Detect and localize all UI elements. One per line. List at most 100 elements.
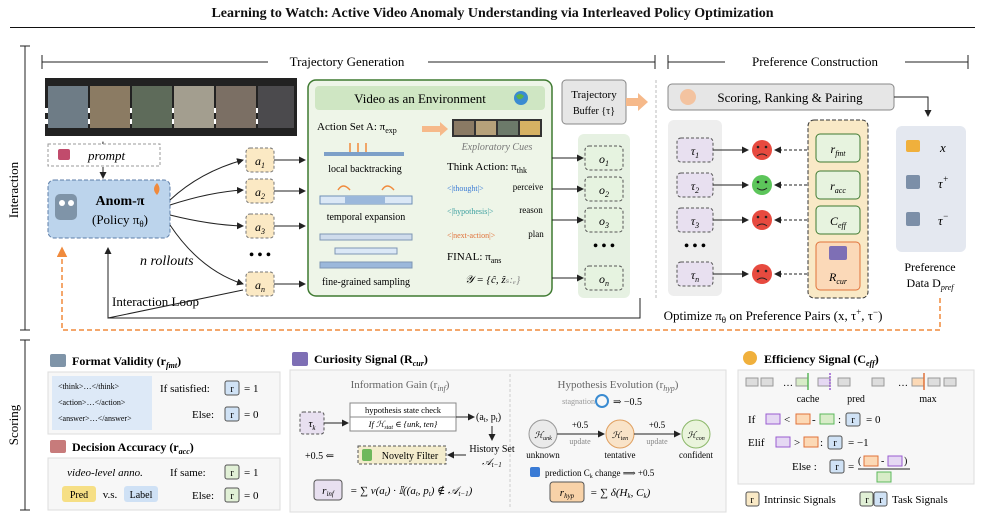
- state-check: hypothesis state check: [365, 405, 442, 415]
- decision-icon: [50, 440, 66, 453]
- eff-vm: = −1: [848, 437, 869, 449]
- decision-same: If same:: [170, 467, 206, 479]
- eff-else: Else :: [792, 461, 817, 473]
- format-validity-panel: Format Validity (rfmt) <think>…</think> …: [48, 354, 280, 434]
- svg-text:…: …: [898, 378, 908, 389]
- legend-task: Task Signals: [892, 494, 948, 506]
- svg-text:(at, pt): (at, pt): [476, 412, 501, 424]
- legend-intrinsic: Intrinsic Signals: [764, 494, 836, 506]
- data-icon: [906, 212, 920, 226]
- format-v0: = 0: [244, 409, 259, 421]
- stage-axis: Interaction Scoring: [6, 46, 30, 510]
- up-2: +0.5: [649, 420, 666, 430]
- scoring-label: Scoring, Ranking & Pairing: [717, 90, 863, 105]
- svg-text:• • •: • • •: [593, 239, 615, 254]
- svg-text:<: <: [784, 414, 790, 426]
- legend: r Intrinsic Signals r r Task Signals: [746, 492, 948, 506]
- tag-think: <think>…</think>: [58, 382, 120, 391]
- mark-pred: pred: [847, 394, 865, 405]
- svg-text:Information Gain (rinf): Information Gain (rinf): [351, 379, 450, 393]
- tag-answer: <answer>…</answer>: [58, 414, 132, 423]
- svg-text:= ∑ δ(Hk, Ck): = ∑ δ(Hk, Ck): [590, 487, 651, 500]
- sad-face-icon: [752, 264, 772, 284]
- svg-text:• • •: • • •: [249, 248, 271, 263]
- video-folder-icon: [906, 140, 920, 152]
- svg-text:Curiosity Signal (Rcur): Curiosity Signal (Rcur): [314, 352, 428, 368]
- pref-label1: Preference: [904, 260, 955, 274]
- tag-action: <action>…</action>: [58, 398, 126, 407]
- svg-text:Action Set A: πexp: Action Set A: πexp: [317, 121, 397, 135]
- action-to-env-arrows: [274, 160, 305, 284]
- svg-text:): ): [904, 456, 907, 467]
- video-filmstrip: [45, 78, 297, 136]
- decision-accuracy-panel: Decision Accuracy (racc) video-level ann…: [48, 440, 280, 510]
- svg-text:= ∑ ν(at) · 𝕀((at, pt) ∉ 𝒜t−: = ∑ ν(at) · 𝕀((at, pt) ∉ 𝒜t−1): [350, 485, 473, 498]
- happy-face-icon: [752, 175, 772, 195]
- decision-anno: video-level anno.: [67, 467, 143, 479]
- buffer-line1: Trajectory: [571, 89, 617, 101]
- stage-interaction-label: Interaction: [6, 161, 21, 218]
- op-local-backtracking: local backtracking: [328, 164, 402, 175]
- svg-text:• • •: • • •: [684, 239, 706, 254]
- state-unknown: unknown: [526, 450, 560, 460]
- decision-pred: Pred: [70, 490, 88, 501]
- update-2: update: [646, 437, 668, 446]
- prompt-text: prompt: [87, 148, 125, 163]
- shuffle-icon: [530, 467, 540, 477]
- eff-if: If: [748, 414, 756, 426]
- curiosity-icon: [292, 352, 308, 366]
- svg-text:-: -: [812, 414, 816, 426]
- reward-column: rfmt racc Ceff Rcur: [808, 120, 868, 298]
- flow-plan: plan: [528, 229, 544, 239]
- tag-thought: <|thought|>: [447, 184, 484, 193]
- op-temporal-expansion: temporal expansion: [327, 212, 406, 223]
- svg-text:Think Action: πthk: Think Action: πthk: [447, 161, 527, 175]
- buffer-line2: Buffer {τ}: [573, 106, 615, 117]
- preference-panel: x τ+ τ− Preference Data Dpref: [896, 126, 966, 292]
- state-confident: confident: [679, 450, 713, 460]
- stage-scoring-label: Scoring: [6, 404, 21, 445]
- flow-perceive: perceive: [513, 182, 543, 192]
- section-headers: Trajectory Generation Preference Constru…: [42, 54, 968, 69]
- mark-cache: cache: [797, 394, 820, 405]
- rollouts-label: n rollouts: [140, 254, 194, 269]
- policy-name: Anom-π: [96, 194, 145, 209]
- filter-icon: [362, 449, 372, 461]
- data-icon: [906, 175, 920, 189]
- up-1: +0.5: [572, 420, 589, 430]
- sad-face-icon: [752, 210, 772, 230]
- env-output: 𝒴 = {ĉ, ẑₛ:ₑ}: [465, 274, 521, 286]
- eff-elif: Elif: [748, 437, 765, 449]
- decision-label: Label: [130, 490, 153, 501]
- svg-text:>: >: [794, 437, 800, 449]
- rainbow-icon: [680, 89, 696, 105]
- pref-x: x: [939, 140, 946, 155]
- buffer-arrow: [626, 93, 648, 111]
- svg-text::: :: [820, 437, 823, 449]
- svg-text:-: -: [881, 456, 884, 467]
- tau-column: τ1 τ2 τ3 • • • τn: [668, 120, 722, 296]
- novelty-filter: Novelty Filter: [382, 451, 439, 462]
- scoring-bar: Scoring, Ranking & Pairing: [668, 84, 894, 110]
- tag-next-action: <|next-action|>: [447, 231, 496, 240]
- state-tentative: tentative: [605, 450, 636, 460]
- history-set: History Set: [469, 444, 515, 455]
- sad-face-icon: [752, 140, 772, 160]
- policy-box: Anom-π (Policy πθ): [48, 180, 170, 238]
- action-boxes: a1 a2 a3 • • • an: [246, 148, 274, 296]
- decision-v1: = 1: [244, 467, 258, 479]
- curiosity-panel: Curiosity Signal (Rcur) Information Gain…: [290, 352, 726, 512]
- env-title: Video as an Environment: [354, 91, 486, 106]
- prompt-icon: [58, 149, 70, 160]
- section-trajectory: Trajectory Generation: [290, 54, 405, 69]
- environment-box: Video as an Environment Action Set A: πe…: [308, 80, 552, 296]
- svg-text:Hypothesis Evolution (rhyp): Hypothesis Evolution (rhyp): [558, 379, 679, 393]
- svg-text:Data Dpref: Data Dpref: [907, 276, 956, 292]
- score-faces: [713, 140, 812, 284]
- svg-text:Decision Accuracy (racc): Decision Accuracy (racc): [72, 440, 194, 456]
- format-icon: [50, 354, 66, 367]
- decision-v0: = 0: [244, 490, 259, 502]
- plus-arrow: +0.5 ⇐: [305, 451, 334, 462]
- svg-text:Format Validity (rfmt): Format Validity (rfmt): [72, 354, 181, 370]
- svg-text::: :: [838, 414, 841, 426]
